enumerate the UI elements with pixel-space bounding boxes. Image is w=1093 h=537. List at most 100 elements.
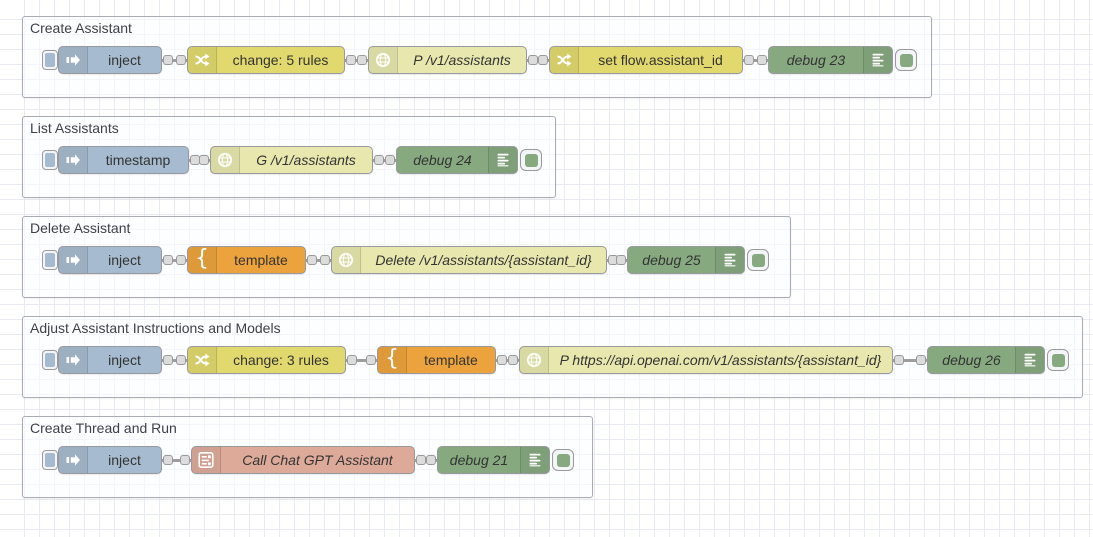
node-label: P https://api.openai.com/v1/assistants/{… xyxy=(559,352,882,368)
wire[interactable] xyxy=(373,158,396,162)
node-label: change: 5 rules xyxy=(232,52,329,68)
node-label: template xyxy=(234,252,288,268)
node-subflow[interactable]: Call Chat GPT Assistant xyxy=(191,446,415,474)
output-port[interactable] xyxy=(163,255,173,265)
node-template[interactable]: { template xyxy=(187,246,306,274)
node-label: G /v1/assistants xyxy=(256,152,356,168)
globe-icon xyxy=(369,47,398,73)
wire[interactable] xyxy=(306,258,331,262)
debug-toggle-button[interactable] xyxy=(1047,349,1069,371)
input-port[interactable] xyxy=(757,55,767,65)
input-port[interactable] xyxy=(385,155,395,165)
node-change[interactable]: change: 5 rules xyxy=(187,46,345,74)
inject-button-fill xyxy=(45,453,55,467)
debug-output-icon xyxy=(1015,347,1044,373)
inject-button[interactable] xyxy=(42,50,58,70)
inject-button-fill xyxy=(45,353,55,367)
wire[interactable] xyxy=(162,458,191,462)
node-inject[interactable]: inject xyxy=(58,346,162,374)
output-port[interactable] xyxy=(346,55,356,65)
node-inject[interactable]: inject xyxy=(58,246,162,274)
node-change[interactable]: change: 3 rules xyxy=(187,346,346,374)
input-port[interactable] xyxy=(508,355,518,365)
node-debug[interactable]: debug 21 xyxy=(437,446,550,474)
debug-output-icon xyxy=(488,147,517,173)
wire[interactable] xyxy=(346,358,377,362)
node-http[interactable]: P https://api.openai.com/v1/assistants/{… xyxy=(519,346,893,374)
shuffle-icon xyxy=(550,47,579,73)
wire[interactable] xyxy=(496,358,519,362)
node-http[interactable]: Delete /v1/assistants/{assistant_id} xyxy=(331,246,607,274)
output-port[interactable] xyxy=(347,355,357,365)
wire[interactable] xyxy=(345,58,368,62)
group-title: Adjust Assistant Instructions and Models xyxy=(30,320,281,336)
curly-brace-icon: { xyxy=(188,247,217,273)
wire[interactable] xyxy=(162,358,187,362)
inject-button-fill xyxy=(45,153,55,167)
node-change[interactable]: set flow.assistant_id xyxy=(549,46,743,74)
debug-toggle-button[interactable] xyxy=(895,49,917,71)
output-port[interactable] xyxy=(744,55,754,65)
output-port[interactable] xyxy=(374,155,384,165)
node-inject[interactable]: timestamp xyxy=(58,146,189,174)
wire[interactable] xyxy=(893,358,927,362)
debug-toggle-button[interactable] xyxy=(520,149,542,171)
inject-button[interactable] xyxy=(42,350,58,370)
node-label: debug 23 xyxy=(786,52,846,68)
output-port[interactable] xyxy=(894,355,904,365)
node-label: Delete /v1/assistants/{assistant_id} xyxy=(375,252,592,268)
debug-toggle-fill xyxy=(1051,353,1065,367)
inject-button-fill xyxy=(45,253,55,267)
inject-arrow-icon xyxy=(59,47,88,73)
node-debug[interactable]: debug 26 xyxy=(927,346,1045,374)
subflow-icon xyxy=(192,447,221,473)
input-port[interactable] xyxy=(180,455,190,465)
wire[interactable] xyxy=(162,58,187,62)
input-port[interactable] xyxy=(176,355,186,365)
node-http[interactable]: P /v1/assistants xyxy=(368,46,527,74)
node-label: inject xyxy=(108,352,141,368)
input-port[interactable] xyxy=(320,255,330,265)
inject-arrow-icon xyxy=(59,447,88,473)
node-label: P /v1/assistants xyxy=(413,52,511,68)
wire[interactable] xyxy=(162,258,187,262)
node-http[interactable]: G /v1/assistants xyxy=(210,146,373,174)
output-port[interactable] xyxy=(163,455,173,465)
node-label: debug 25 xyxy=(642,252,701,268)
node-inject[interactable]: inject xyxy=(58,446,162,474)
node-inject[interactable]: inject xyxy=(58,46,162,74)
inject-button[interactable] xyxy=(42,150,58,170)
input-port[interactable] xyxy=(616,255,626,265)
inject-button[interactable] xyxy=(42,250,58,270)
input-port[interactable] xyxy=(176,55,186,65)
node-debug[interactable]: debug 25 xyxy=(627,246,745,274)
group-title: Create Assistant xyxy=(30,20,132,36)
inject-button[interactable] xyxy=(42,450,58,470)
node-template[interactable]: {template xyxy=(377,346,496,374)
output-port[interactable] xyxy=(163,55,173,65)
output-port[interactable] xyxy=(307,255,317,265)
input-port[interactable] xyxy=(357,55,367,65)
output-port[interactable] xyxy=(497,355,507,365)
output-port[interactable] xyxy=(416,455,426,465)
debug-toggle-fill xyxy=(524,153,538,167)
input-port[interactable] xyxy=(538,55,548,65)
output-port[interactable] xyxy=(163,355,173,365)
debug-toggle-button[interactable] xyxy=(747,249,769,271)
node-debug[interactable]: debug 23 xyxy=(768,46,893,74)
input-port[interactable] xyxy=(916,355,926,365)
output-port[interactable] xyxy=(528,55,538,65)
input-port[interactable] xyxy=(366,355,376,365)
debug-toggle-button[interactable] xyxy=(552,449,574,471)
globe-icon xyxy=(332,247,361,273)
globe-icon xyxy=(211,147,240,173)
wire[interactable] xyxy=(743,58,768,62)
inject-arrow-icon xyxy=(59,347,88,373)
input-port[interactable] xyxy=(199,155,209,165)
input-port[interactable] xyxy=(426,455,436,465)
debug-output-icon xyxy=(520,447,549,473)
node-debug[interactable]: debug 24 xyxy=(396,146,518,174)
input-port[interactable] xyxy=(176,255,186,265)
shuffle-icon xyxy=(188,47,217,73)
